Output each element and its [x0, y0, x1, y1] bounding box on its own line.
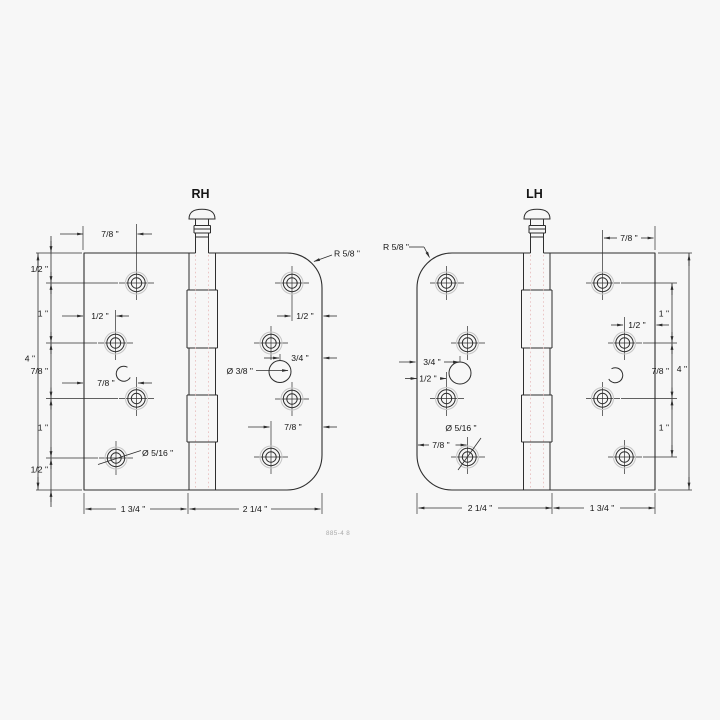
lh-dim-width-left: 2 1/4 ": [468, 503, 493, 513]
rh-dim-width-left: 1 3/4 ": [121, 504, 146, 514]
screw-hole: [119, 377, 154, 416]
lh-dim-overall: 4 ": [677, 364, 687, 374]
screw-hole: [275, 266, 309, 321]
lh-dim-screw-diameter: Ø 5/16 ": [445, 423, 476, 433]
lh-dim-inner-three-quarters: 3/4 ": [423, 357, 440, 367]
rh-dim-outer-seven-eighths: 7/8 ": [284, 422, 301, 432]
lh-dim-chain-2: 1 ": [659, 423, 669, 433]
screw-hole: [586, 382, 620, 416]
rh-dim-width-right: 2 1/4 ": [243, 504, 268, 514]
rh-hinge-pin: [188, 208, 216, 253]
rh-title: RH: [191, 187, 209, 201]
rh-dimensions: 7/8 " 1/2 " 1 " 7/8 " 1 " 1/2 " 4 " 1/2 …: [25, 226, 360, 514]
screw-hole: [254, 326, 288, 360]
lh-dim-corner-radius: R 5/8 ": [383, 242, 409, 252]
screw-hole: [99, 441, 133, 475]
lh-left-leaf: [416, 252, 524, 491]
rh-dim-stud-diameter: Ø 3/8 ": [227, 366, 253, 376]
rh-security-stud-hole: [268, 360, 292, 383]
rh-barrel: [186, 252, 218, 491]
screw-hole: [586, 230, 620, 300]
rh-dim-top-offset: 7/8 ": [101, 229, 118, 239]
rh-dim-outer-half: 1/2 ": [296, 311, 313, 321]
screw-hole: [451, 437, 485, 474]
lh-title: LH: [526, 187, 543, 201]
rh-dim-chain-2: 7/8 ": [31, 366, 48, 376]
screw-hole: [275, 382, 309, 416]
rh-hinge: RH: [83, 187, 323, 491]
rh-dim-inner-half: 1/2 ": [91, 311, 108, 321]
lh-dim-width-right: 1 3/4 ": [590, 503, 615, 513]
screw-hole: [430, 372, 464, 416]
lh-dim-outer-half: 1/2 ": [628, 320, 645, 330]
lh-stud-arc: [608, 367, 624, 384]
rh-dim-corner-radius: R 5/8 ": [334, 249, 360, 259]
screw-hole: [608, 440, 642, 474]
rh-dim-inner-seven-eighths: 7/8 ": [97, 378, 114, 388]
lh-dim-inner-half: 1/2 ": [419, 374, 436, 384]
screw-hole: [119, 224, 154, 300]
lh-dim-chain-1: 7/8 ": [652, 366, 669, 376]
lh-dim-chain-0: 1 ": [659, 309, 669, 319]
rh-dim-overall: 4 ": [25, 354, 35, 364]
screw-hole: [254, 421, 288, 474]
lh-dim-inner-seven-eighths: 7/8 ": [432, 440, 449, 450]
screw-hole: [430, 266, 464, 300]
rh-dim-chain-3: 1 ": [38, 423, 48, 433]
lh-barrel: [521, 252, 553, 491]
rh-dim-chain-1: 1 ": [38, 309, 48, 319]
part-number-watermark: 885-4 8: [326, 530, 350, 537]
rh-dim-outer-three-quarters: 3/4 ": [291, 353, 308, 363]
screw-hole: [98, 310, 133, 360]
lh-hinge: LH: [416, 187, 656, 491]
lh-dimensions: 7/8 " 1 " 7/8 " 1 " 4 " 1/2 " 3/4 " 1/2 …: [383, 226, 692, 514]
rh-dim-screw-diameter: Ø 5/16 ": [142, 448, 173, 458]
rh-dim-chain-4: 1/2 ": [31, 465, 48, 475]
rh-right-leaf: [215, 252, 323, 491]
screw-hole: [451, 326, 485, 360]
lh-security-stud-hole: [448, 361, 472, 385]
screw-hole: [608, 317, 642, 360]
rh-stud-arc: [115, 365, 131, 382]
lh-hinge-pin: [523, 208, 551, 253]
lh-dim-top-offset: 7/8 ": [620, 233, 637, 243]
rh-dim-chain-0: 1/2 ": [31, 264, 48, 274]
